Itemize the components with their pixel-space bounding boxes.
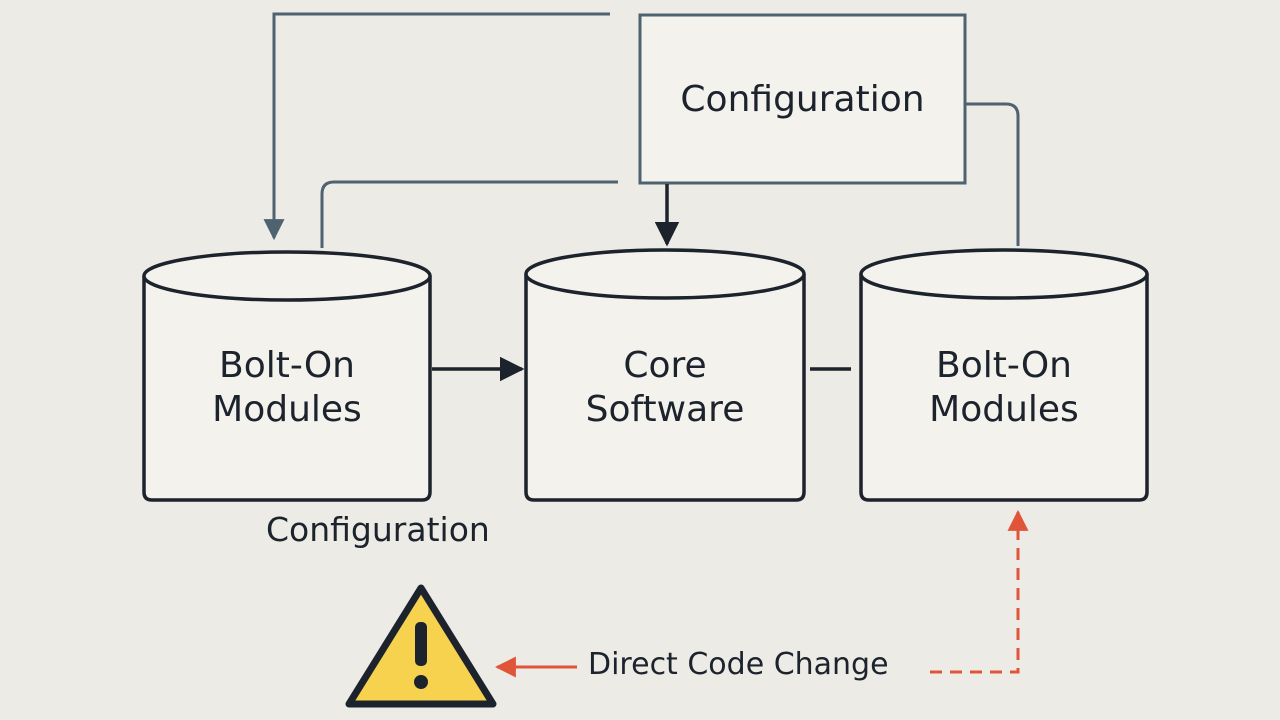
direct-code-change-label: Direct Code Change [588,647,889,682]
feedback-connector-to-left-modules [263,12,610,241]
configuration-to-right-modules-connector [966,102,1020,246]
configuration-box-label: Configuration [680,79,925,120]
left-modules-label-line1: Bolt-On [219,345,355,386]
cylinder-left-bolt-on-modules [142,250,432,502]
right-modules-label-line1: Bolt-On [936,345,1072,386]
core-software-label: Core Software [526,344,804,432]
core-software-label-line1: Core [623,345,707,386]
configuration-caption: Configuration [266,510,490,549]
cylinder-right-bolt-on-modules [859,248,1149,502]
warning-icon [345,584,497,708]
cylinder-core-software [524,248,806,502]
core-software-label-line2: Software [585,388,745,430]
right-modules-label: Bolt-On Modules [861,344,1147,432]
left-modules-label: Bolt-On Modules [144,344,430,432]
left-modules-label-line2: Modules [212,388,362,430]
right-modules-label-line2: Modules [929,388,1079,430]
direct-change-dashed-arrow [930,509,1029,674]
left-modules-to-configuration-connector [320,180,618,248]
configuration-box [638,13,967,185]
